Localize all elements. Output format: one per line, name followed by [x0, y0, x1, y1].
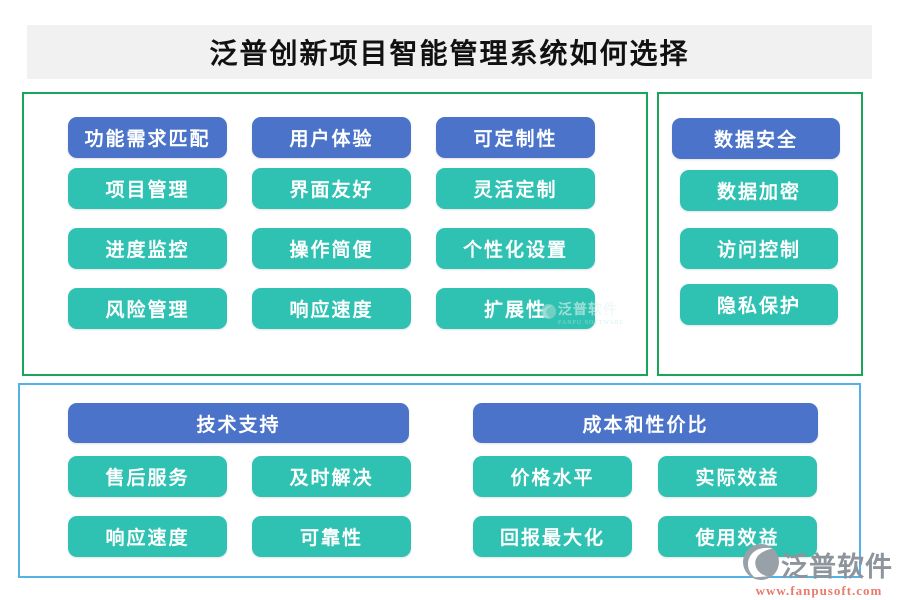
brand-name: 泛普软件 — [781, 552, 893, 582]
header-customizability: 可定制性 — [436, 117, 595, 158]
brand-url: www.fanpusoft.com — [755, 583, 883, 598]
panel-data-security: 数据安全 数据加密 访问控制 隐私保护 — [657, 92, 863, 376]
item-price-level: 价格水平 — [473, 456, 632, 497]
item-timely-resolution: 及时解决 — [252, 456, 411, 497]
page-title: 泛普创新项目智能管理系统如何选择 — [209, 39, 690, 70]
item-response-speed: 响应速度 — [252, 288, 411, 329]
item-project-management: 项目管理 — [68, 168, 227, 209]
item-access-control: 访问控制 — [680, 228, 838, 269]
item-usage-benefit: 使用效益 — [658, 516, 817, 557]
item-actual-benefit: 实际效益 — [658, 456, 817, 497]
header-technical-support: 技术支持 — [68, 403, 409, 443]
item-risk-management: 风险管理 — [68, 288, 227, 329]
item-response-speed-2: 响应速度 — [68, 516, 227, 557]
item-extensibility: 扩展性 — [436, 288, 595, 329]
item-progress-monitoring: 进度监控 — [68, 228, 227, 269]
header-function-match: 功能需求匹配 — [68, 117, 227, 158]
brand-logo-icon — [743, 544, 779, 585]
item-privacy-protection: 隐私保护 — [680, 284, 838, 325]
item-after-sales-service: 售后服务 — [68, 456, 227, 497]
item-roi-maximization: 回报最大化 — [473, 516, 632, 557]
item-reliability: 可靠性 — [252, 516, 411, 557]
item-data-encryption: 数据加密 — [680, 170, 838, 211]
item-friendly-interface: 界面友好 — [252, 168, 411, 209]
item-easy-operation: 操作简便 — [252, 228, 411, 269]
panel-support-and-cost: 技术支持 售后服务 及时解决 响应速度 可靠性 成本和性价比 价格水平 实际效益… — [18, 383, 861, 578]
panel-main-criteria: 功能需求匹配 项目管理 进度监控 风险管理 用户体验 界面友好 操作简便 响应速… — [22, 92, 648, 376]
header-data-security: 数据安全 — [672, 118, 840, 159]
brand-logo: 泛普软件 www.fanpusoft.com — [743, 544, 895, 599]
item-flexible-customization: 灵活定制 — [436, 168, 595, 209]
header-cost-performance: 成本和性价比 — [473, 403, 818, 443]
header-user-experience: 用户体验 — [252, 117, 411, 158]
title-bar: 泛普创新项目智能管理系统如何选择 — [27, 25, 872, 79]
item-personalized-settings: 个性化设置 — [436, 228, 595, 269]
